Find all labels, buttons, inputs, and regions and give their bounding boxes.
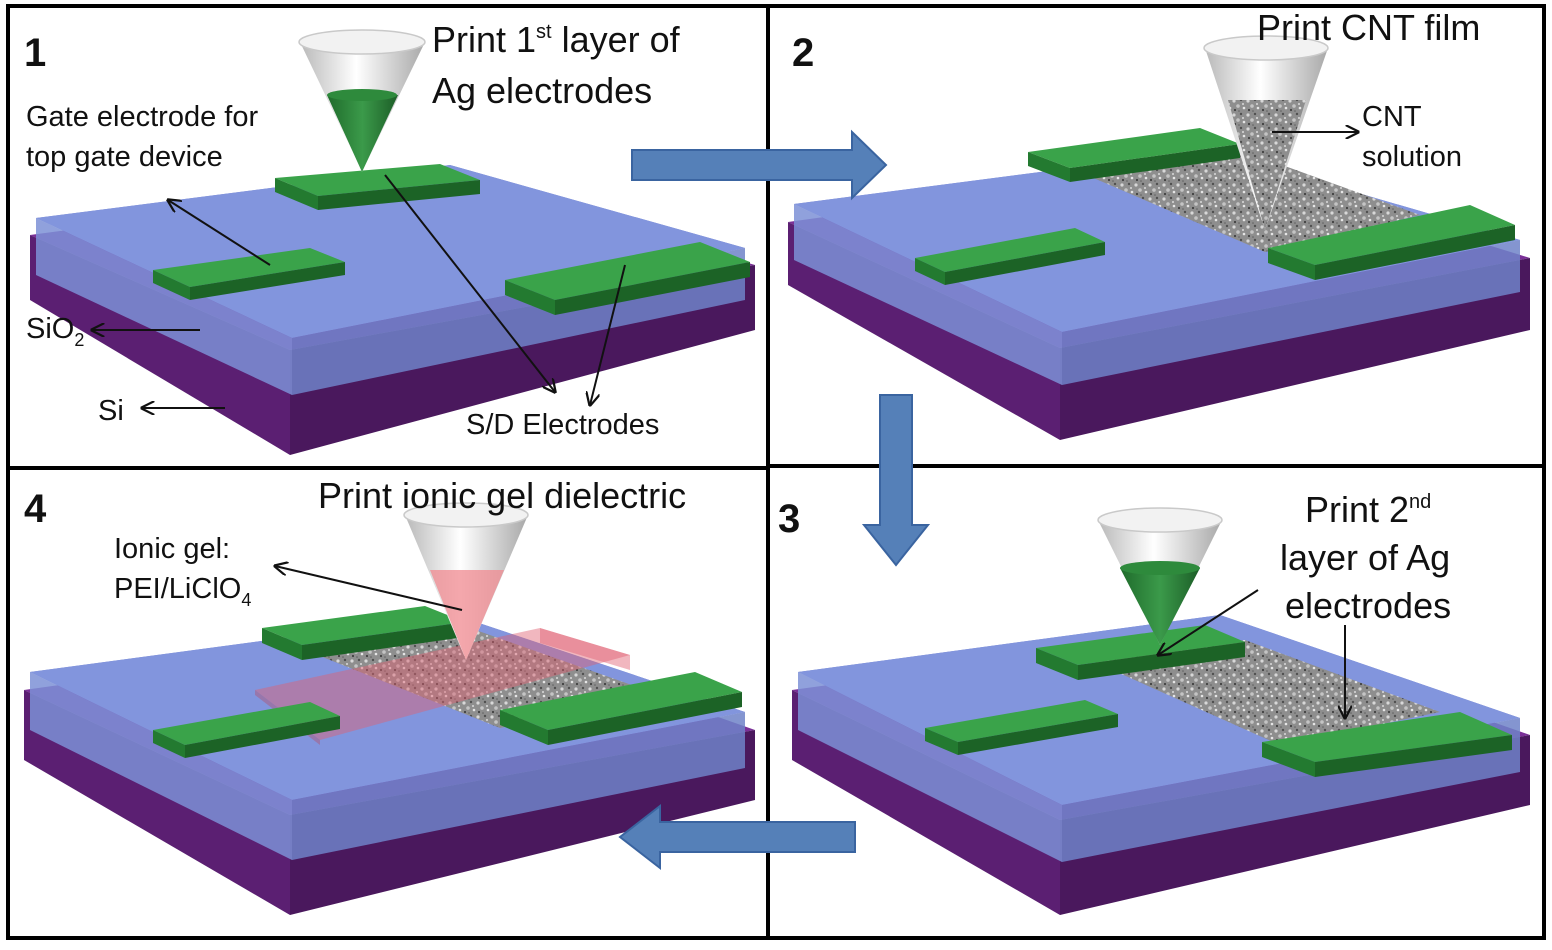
printer-nozzle-3 xyxy=(1097,507,1223,645)
source-electrode-3 xyxy=(1036,625,1245,680)
sd-leader-2 xyxy=(590,264,626,405)
panel-1-number: 1 xyxy=(24,31,46,75)
panel-4-title: Print ionic gel dielectric xyxy=(318,475,686,516)
sd-leader-1 xyxy=(384,174,555,392)
drain-electrode-3 xyxy=(1262,712,1512,777)
gate-electrode xyxy=(153,248,345,300)
gate-electrode-3 xyxy=(925,700,1118,755)
panel-3-number: 3 xyxy=(778,497,800,541)
sio2-layer-3 xyxy=(798,615,1520,862)
panel-2: 2 Print CNT film CNT solution xyxy=(766,4,1546,468)
gate-leader xyxy=(168,200,271,266)
drain-electrode-4 xyxy=(500,672,742,745)
flow-arrow-1-to-2 xyxy=(631,129,888,201)
panel-3-title-line3: electrodes xyxy=(1285,585,1451,626)
panel-1-title-line2: Ag electrodes xyxy=(432,70,652,111)
ionic-gel-leader xyxy=(275,566,463,611)
printer-nozzle-1 xyxy=(298,29,426,172)
panel-3: 3 Print 2nd layer of Ag electrodes xyxy=(766,464,1546,940)
gate-electrode-label-line1: Gate electrode for xyxy=(26,101,258,133)
panel-4: 4 Print ionic gel dielectric Ionic gel: … xyxy=(6,466,770,940)
sio2-label: SiO2 xyxy=(26,313,84,350)
flow-arrow-2-to-3 xyxy=(861,394,931,567)
panel-3-frame xyxy=(766,464,1546,940)
source-electrode-4 xyxy=(262,606,465,660)
drain-electrode xyxy=(505,242,750,315)
second-layer-leader-1 xyxy=(1158,589,1259,655)
drain-electrode-2 xyxy=(1268,205,1515,280)
panel-4-number: 4 xyxy=(24,487,47,531)
gate-electrode-2 xyxy=(915,228,1105,285)
ionic-gel-label-line2: PEI/LiClO4 xyxy=(114,573,251,610)
panel-2-title: Print CNT film xyxy=(1257,7,1480,48)
panel-1: 1 Print 1st layer of Ag electrodes Gate … xyxy=(6,4,770,470)
source-electrode-2 xyxy=(1028,128,1240,182)
sd-electrodes-label: S/D Electrodes xyxy=(466,409,659,441)
sio2-layer-4 xyxy=(30,615,745,860)
printer-nozzle-4 xyxy=(403,502,529,660)
panel-1-title-line1: Print 1st layer of xyxy=(432,19,681,60)
gate-electrode-label-line2: top gate device xyxy=(26,141,223,173)
si-label: Si xyxy=(98,395,124,427)
ionic-gel-label-line1: Ionic gel: xyxy=(114,533,230,565)
gate-electrode-4 xyxy=(153,702,340,758)
source-electrode xyxy=(275,164,480,210)
panel-3-title-line1: Print 2nd xyxy=(1305,489,1431,530)
cnt-film xyxy=(1075,148,1420,252)
panel-3-title-line2: layer of Ag xyxy=(1280,537,1450,578)
panel-2-number: 2 xyxy=(792,31,814,75)
cnt-solution-label-line2: solution xyxy=(1362,141,1462,173)
flow-arrow-3-to-4 xyxy=(618,803,856,871)
cnt-solution-label-line1: CNT xyxy=(1362,101,1422,133)
